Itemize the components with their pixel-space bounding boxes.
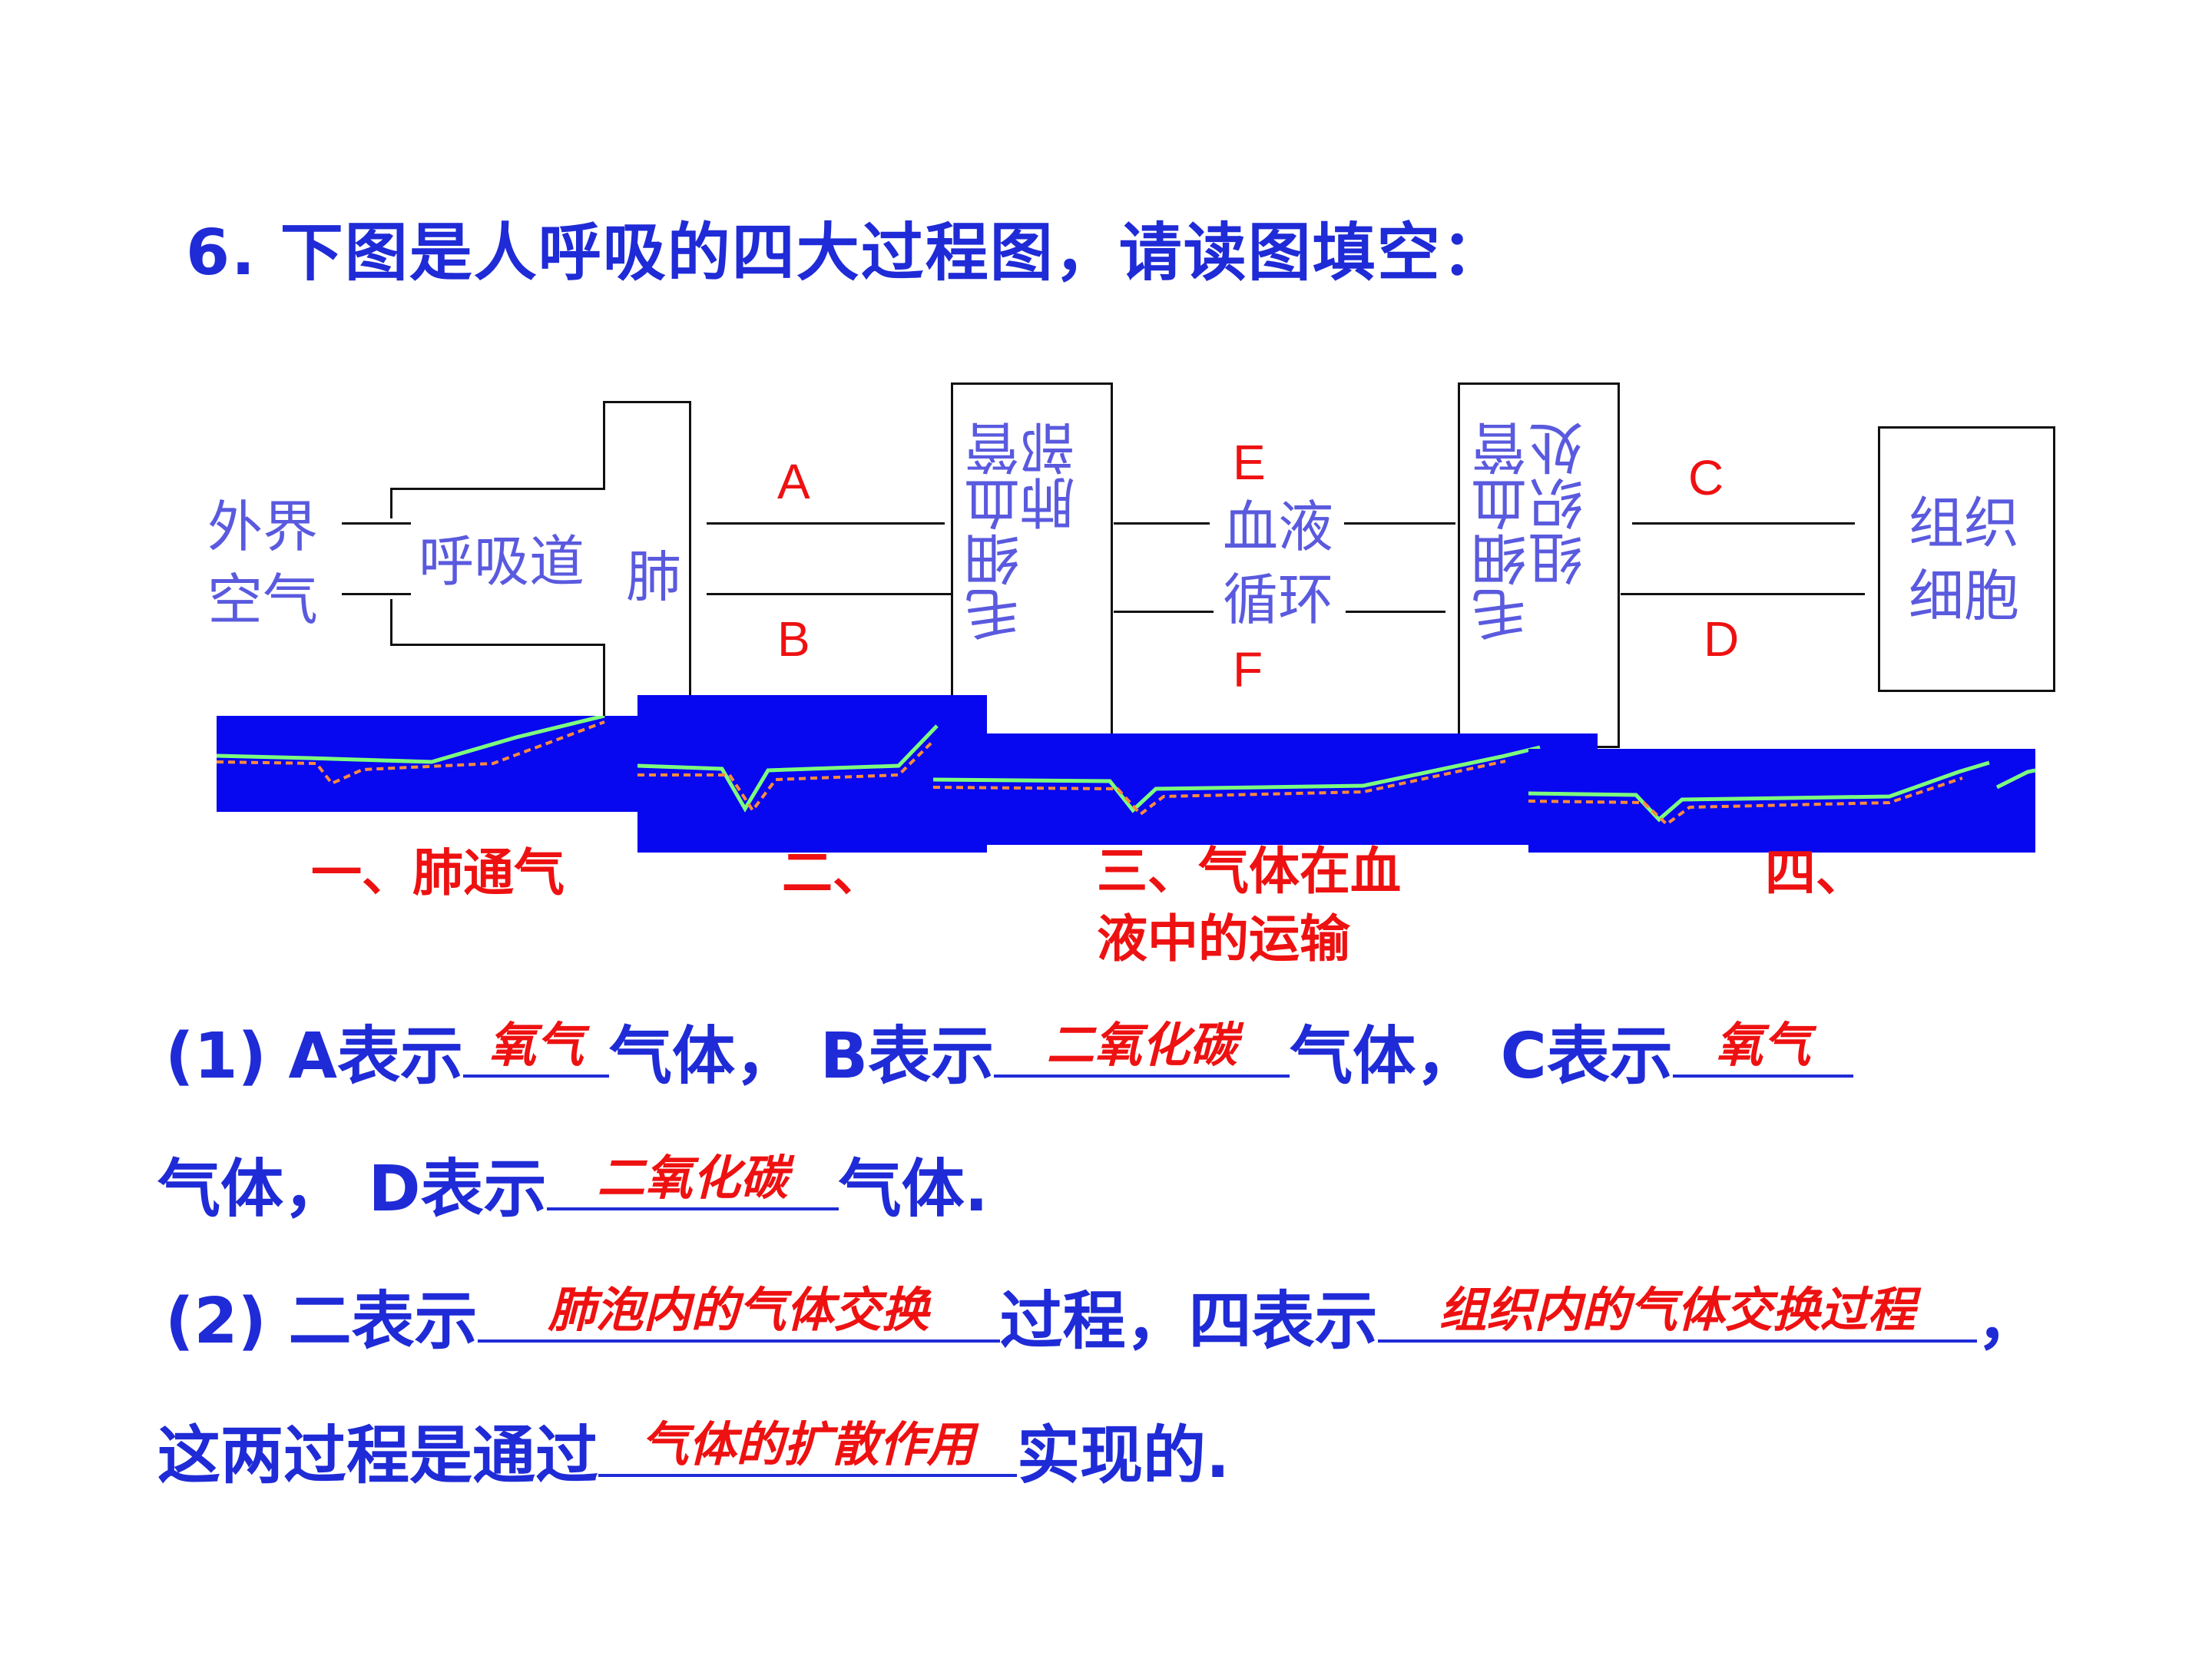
answer-d-blank: 二氧化碳 [546,1143,839,1210]
lung-top-line [603,401,691,403]
q2-text-2: ， [1976,1285,2040,1358]
answer-a-blank: 氧气 [463,1010,610,1078]
lung-capillary-label-1: 肺部 [1020,421,1084,531]
connector-line [342,593,411,595]
answer-four-blank: 组织内的气体交换过程 [1377,1275,1977,1343]
letter-f: F [1233,642,1263,697]
arrow-d-line [1621,593,1865,595]
letter-b: B [777,611,810,667]
airway-left-line [390,488,392,518]
outside-air-label-2: 空气 [207,568,319,632]
answer-b: 二氧化碳 [1046,1017,1237,1073]
airway-top-line [390,488,605,490]
process-band-1 [217,716,647,812]
answer-via: 气体的扩散作用 [641,1416,975,1472]
tissue-cell-label-2: 细胞 [1909,564,2020,628]
answer-via-blank: 气体的扩散作用 [598,1409,1018,1477]
blood-line [1114,611,1214,613]
blood-label-2: 循环 [1223,568,1334,632]
letter-c: C [1688,450,1724,505]
tissue-cell-box [1878,426,2055,692]
lung-capillary-label-2: 毛细血管 [965,421,1029,642]
step-one-label: 一、肺通气 [311,843,565,902]
letter-e: E [1233,435,1266,490]
question-2-line-1: (2) 二表示 肺泡内的气体交换 过程，四表示 组织内的气体交换过程 ， [165,1275,2040,1360]
answer-c-blank: 氧气 [1672,1010,1853,1078]
answer-a: 氧气 [488,1017,584,1073]
step-three-label-2: 液中的运输 [1097,909,1350,969]
lung-label: 肺 [626,545,682,609]
letter-a: A [777,454,810,509]
tissue-capillary-label-2: 毛细血管 [1472,421,1536,642]
lung-left-line [603,644,605,736]
step-three-label-1: 三、气体在血 [1097,842,1401,901]
q1-line2-prefix: 气体， D表示 [157,1153,547,1226]
question-title: 6. 下图是人呼吸的四大过程图，请读图填空： [186,217,1506,290]
answer-d: 二氧化碳 [597,1150,788,1206]
question-1-line-2: 气体， D表示二氧化碳气体. [157,1143,988,1228]
answer-two-blank: 肺泡内的气体交换 [477,1275,1000,1343]
arrow-c-line [1632,522,1855,525]
process-band-3 [933,733,1598,845]
airway-left-line [390,599,392,645]
lung-right-line [689,401,691,739]
q2-text-1: 过程，四表示 [999,1285,1378,1358]
step-two-label: 二、 [782,843,883,902]
lung-capillary-box [951,382,1113,748]
tissue-capillary-box [1458,382,1620,748]
airway-label: 呼吸道 [419,529,585,594]
q1-line2-suffix: 气体. [838,1153,988,1226]
blood-label-1: 血液 [1223,495,1334,559]
blood-line [1114,522,1210,525]
step-four-label: 四、 [1765,843,1866,902]
arrow-b-line [707,593,952,595]
letter-d: D [1704,611,1740,667]
q1-text-2: 气体， C表示 [1290,1020,1673,1093]
q1-prefix: (1) A表示 [165,1020,464,1093]
answer-c: 氧气 [1715,1017,1811,1073]
arrow-a-line [707,522,945,525]
process-band-2 [637,695,987,853]
answer-two: 肺泡内的气体交换 [548,1282,929,1338]
q1-text-1: 气体， B表示 [609,1020,995,1093]
blood-line [1346,611,1445,613]
process-band-4 [1528,749,2035,853]
tissue-capillary-label-1: 组织处 [1528,421,1593,587]
question-2-line-2: 这两过程是通过气体的扩散作用实现的. [157,1409,1230,1495]
outside-air-label-1: 外界 [207,495,319,559]
tissue-cell-label-1: 组织 [1909,491,2020,555]
q2-prefix: (2) 二表示 [165,1285,478,1358]
answer-b-blank: 二氧化碳 [994,1010,1290,1078]
airway-bottom-line [390,644,605,646]
connector-line [342,522,411,525]
q2-line2-suffix: 实现的. [1017,1419,1230,1492]
blood-line [1344,522,1455,525]
lung-left-line [603,401,605,489]
answer-four: 组织内的气体交换过程 [1439,1282,1916,1338]
question-1-line-1: (1) A表示氧气气体， B表示二氧化碳气体， C表示氧气 [165,1010,1853,1095]
q2-line2-prefix: 这两过程是通过 [157,1419,599,1492]
